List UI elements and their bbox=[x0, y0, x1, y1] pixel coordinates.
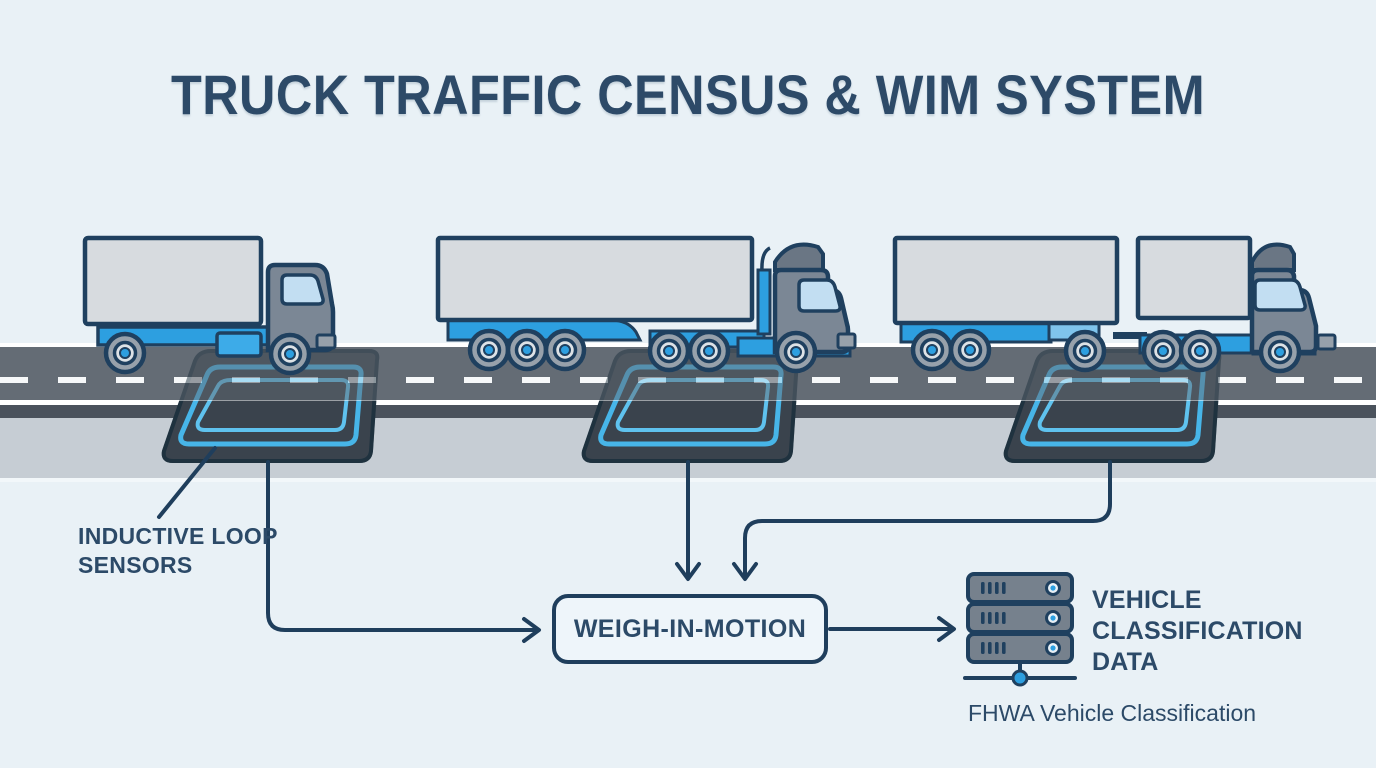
truck-with-trailer-icon bbox=[892, 235, 1337, 382]
vcd-label-line1: VEHICLE bbox=[1092, 586, 1202, 614]
weigh-in-motion-box: WEIGH-IN-MOTION bbox=[552, 594, 828, 664]
page-title: TRUCK TRAFFIC CENSUS & WIM SYSTEM bbox=[170, 63, 1206, 126]
inductive-loop-label-line2: SENSORS bbox=[78, 552, 193, 578]
vcd-label-line3: DATA bbox=[1092, 648, 1159, 676]
vcd-label-line2: CLASSIFICATION bbox=[1092, 617, 1303, 645]
sensor1-to-wim-line bbox=[266, 460, 538, 632]
arrowhead-into-wim-top-1 bbox=[675, 562, 701, 581]
inductive-loop-sensors-label: INDUCTIVE LOOP SENSORS bbox=[78, 522, 278, 580]
shoulder-edge-line bbox=[0, 478, 1376, 482]
arrowhead-into-server bbox=[937, 616, 956, 642]
vehicle-classification-data-label: VEHICLE CLASSIFICATION DATA bbox=[1092, 585, 1303, 678]
arrowhead-into-wim-left bbox=[522, 617, 541, 643]
weigh-in-motion-label: WEIGH-IN-MOTION bbox=[573, 614, 807, 643]
box-truck-icon bbox=[82, 235, 337, 382]
arrowhead-into-wim-top-2 bbox=[732, 562, 758, 581]
inductive-loop-label-line1: INDUCTIVE LOOP bbox=[78, 523, 278, 549]
server-stack-icon bbox=[963, 572, 1077, 687]
semi-trailer-truck-icon bbox=[435, 235, 857, 382]
fhwa-classification-caption: FHWA Vehicle Classification bbox=[968, 700, 1257, 726]
